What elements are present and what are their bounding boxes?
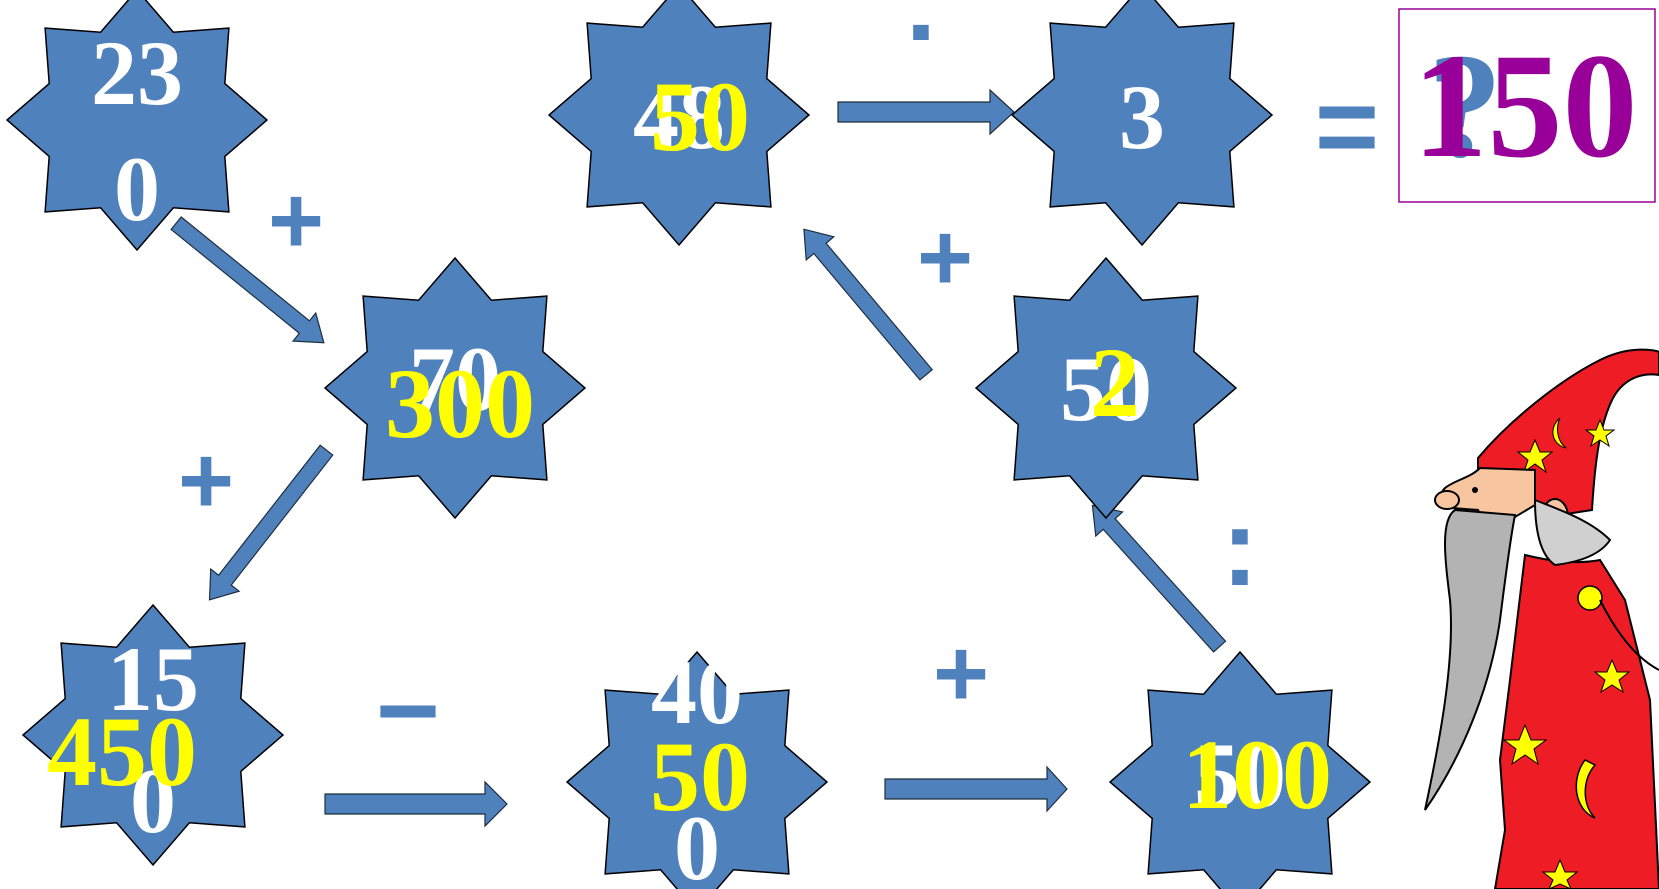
star-shape <box>565 650 829 889</box>
number-star: 3 <box>1010 0 1274 247</box>
wizard-illustration <box>1424 348 1659 889</box>
star-shape <box>1010 0 1274 247</box>
star-number-white: 23 <box>91 22 183 124</box>
number-star: 230 <box>5 0 269 252</box>
operator-plus-1: + <box>268 167 324 274</box>
star-number-yellow: 50 <box>650 61 750 172</box>
operator-plus-3: + <box>933 620 989 727</box>
arrow-icon <box>324 780 508 828</box>
arrow-icon <box>884 765 1068 813</box>
number-star: 40 050 <box>565 641 829 889</box>
star-number-white: 48 <box>633 66 725 168</box>
arrow-icon <box>208 444 334 601</box>
star-number-white: 50 <box>1060 338 1152 440</box>
star-shape <box>547 0 811 247</box>
star-shape <box>974 256 1238 520</box>
star-number-yellow: 50 <box>650 721 750 832</box>
star-number-white: 50 <box>1194 724 1286 826</box>
operator-divide-2: : <box>903 0 940 64</box>
star-number-yellow: 2 <box>1090 327 1140 438</box>
star-number-white: 15 <box>107 628 199 730</box>
star-number-white: 70 <box>409 328 501 430</box>
arrow-icon <box>837 88 1015 136</box>
star-shape <box>1108 650 1372 889</box>
star-number-yellow: 300 <box>385 348 535 459</box>
operator-plus-4: + <box>917 204 973 311</box>
arrow-icon <box>803 228 934 381</box>
operator-divide-1: : <box>1222 486 1259 609</box>
operator-plus-2: + <box>178 427 234 534</box>
star-shape <box>323 256 587 520</box>
star-number-yellow: 450 <box>47 696 197 807</box>
star-number-white: 40 <box>651 641 743 743</box>
arrow-icon <box>170 216 325 344</box>
star-shape <box>21 603 285 867</box>
answer-placeholder: ? <box>1428 23 1503 189</box>
star-number-yellow: 100 <box>1182 719 1332 830</box>
arrow-icon <box>1091 504 1227 653</box>
answer-box: ? 150 <box>1398 8 1656 203</box>
star-number-white: 3 <box>1119 66 1165 168</box>
number-star: 502 <box>974 256 1238 520</box>
star-number-white: 0 <box>130 750 176 852</box>
star-number-white: 0 <box>674 797 720 889</box>
equals-sign: = <box>1315 65 1379 188</box>
star-shape <box>5 0 269 252</box>
star-number-white: 0 <box>114 138 160 240</box>
operator-minus: − <box>376 649 440 772</box>
answer-value: 150 <box>1413 23 1638 189</box>
